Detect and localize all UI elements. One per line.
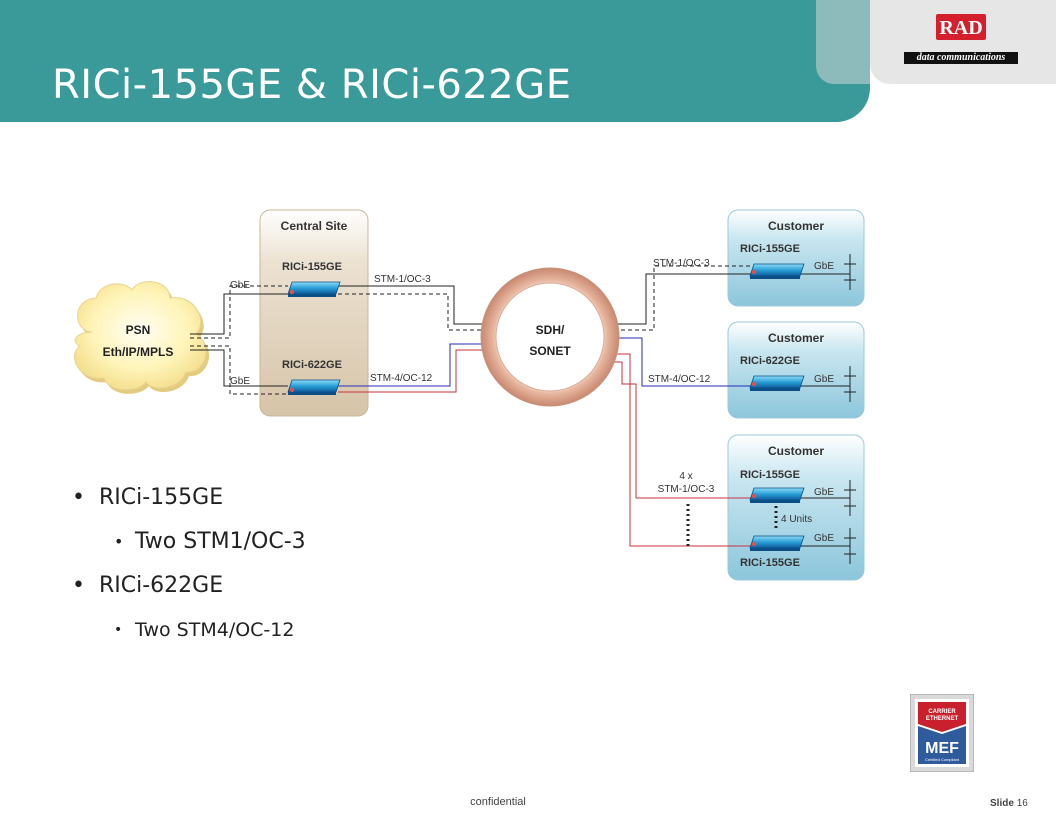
mef-logo-line2: ETHERNET <box>926 716 959 722</box>
psn-cloud-shape <box>74 281 207 391</box>
mef-logo-line3: MEF <box>925 740 959 757</box>
rad-tagline: data communications <box>904 52 1018 64</box>
mef-logo-line1: CARRIER <box>928 709 956 715</box>
customer2-gbe-label: GbE <box>814 374 834 385</box>
stm1-4x-outer <box>608 353 756 547</box>
customer-panel-2 <box>727 321 865 419</box>
customer2-title: Customer <box>768 331 824 345</box>
central-device1-label: RICi-155GE <box>282 261 342 273</box>
stm1-left-solid <box>338 285 486 325</box>
left-links <box>338 285 488 393</box>
customer2-device-label: RICi-622GE <box>740 355 800 367</box>
footer-confidential: confidential <box>470 796 526 808</box>
header-tab <box>816 0 870 84</box>
psn-cloud-line1: PSN <box>126 323 151 337</box>
footer-slide-label: Slide <box>990 798 1014 809</box>
sdh-sonet-ring: SDH/ SONET <box>480 267 620 407</box>
device-central-155ge <box>287 281 341 297</box>
rad-logo: RAD <box>936 14 986 40</box>
right-4x-label-line1: 4 x <box>679 471 692 482</box>
header-band <box>0 0 870 122</box>
mef-certified-logo: CARRIER ETHERNET MEF Certified Compliant <box>910 694 974 772</box>
customer3-gbe-bottom-label: GbE <box>814 533 834 544</box>
central-gbe-top-label: GbE <box>230 280 250 291</box>
bullet-two-stm1: Two STM1/OC-3 <box>72 522 306 566</box>
central-site-panel <box>259 209 369 417</box>
device-central-622ge <box>287 379 341 395</box>
customer3-device-bottom-label: RICi-155GE <box>740 557 800 569</box>
right-stm1-label: STM-1/OC-3 <box>653 258 710 269</box>
right-links <box>604 265 756 547</box>
bullet-two-stm4: Two STM4/OC-12 <box>72 610 306 650</box>
psn-cloud: PSN Eth/IP/MPLS <box>74 281 210 394</box>
gbe-link-top-solid <box>190 293 288 335</box>
right-4x-label-line2: STM-1/OC-3 <box>658 484 715 495</box>
customer3-device-top-label: RICi-155GE <box>740 469 800 481</box>
slide-title: RICi-155GE & RICi-622GE <box>52 62 572 108</box>
stm4-left-red <box>338 349 488 393</box>
central-gbe-bottom-label: GbE <box>230 376 250 387</box>
device-customer2-622ge <box>749 375 805 391</box>
customer1-gbe-label: GbE <box>814 261 834 272</box>
stm1-right-dashed <box>614 265 756 331</box>
customer3-title: Customer <box>768 444 824 458</box>
left-stm4-label: STM-4/OC-12 <box>370 373 433 384</box>
rad-logo-box <box>936 14 986 40</box>
footer-slide-value: 16 <box>1016 798 1028 809</box>
ring-label-line1: SDH/ <box>536 323 565 337</box>
ring-label-line2: SONET <box>529 344 571 358</box>
bullet-ric622ge: RICi-622GE <box>72 566 306 610</box>
stm4-right-blue <box>612 337 756 387</box>
customer1-title: Customer <box>768 219 824 233</box>
stm1-right-solid <box>614 273 756 325</box>
gbe-link-top-dashed <box>190 285 288 339</box>
psn-cloud-line2: Eth/IP/MPLS <box>103 345 174 359</box>
right-stm4-label: STM-4/OC-12 <box>648 374 711 385</box>
central-device2-label: RICi-622GE <box>282 359 342 371</box>
customer-gbe-lines <box>800 254 856 564</box>
bullet-list: RICi-155GE Two STM1/OC-3 RICi-622GE Two … <box>72 478 306 650</box>
device-customer3-155ge-top <box>749 487 805 503</box>
customer3-units-label: 4 Units <box>781 514 812 525</box>
device-customer3-155ge-bottom <box>749 535 805 551</box>
customer-panel-1 <box>727 209 865 307</box>
mef-logo-blue-shape <box>918 726 966 764</box>
ring-inner <box>495 282 605 392</box>
stm1-4x-inner <box>604 361 756 499</box>
gbe-link-bottom-dashed <box>190 345 288 395</box>
gbe-link-bottom-solid <box>190 349 288 387</box>
bullet-ric155ge: RICi-155GE <box>72 478 306 522</box>
gbe-links-central <box>190 285 288 395</box>
central-site-title: Central Site <box>281 219 348 233</box>
left-stm1-label: STM-1/OC-3 <box>374 274 431 285</box>
rad-logo-text: RAD <box>939 17 982 39</box>
customer3-gbe-top-label: GbE <box>814 487 834 498</box>
stm1-left-dashed <box>338 293 486 331</box>
device-customer1-155ge <box>749 263 805 279</box>
mef-logo-line4: Certified Compliant <box>925 757 960 762</box>
customer1-device-label: RICi-155GE <box>740 243 800 255</box>
mef-logo-red-shape <box>918 702 966 732</box>
footer-slide-number: Slide 16 <box>990 798 1028 809</box>
stm4-left-blue <box>338 343 488 387</box>
